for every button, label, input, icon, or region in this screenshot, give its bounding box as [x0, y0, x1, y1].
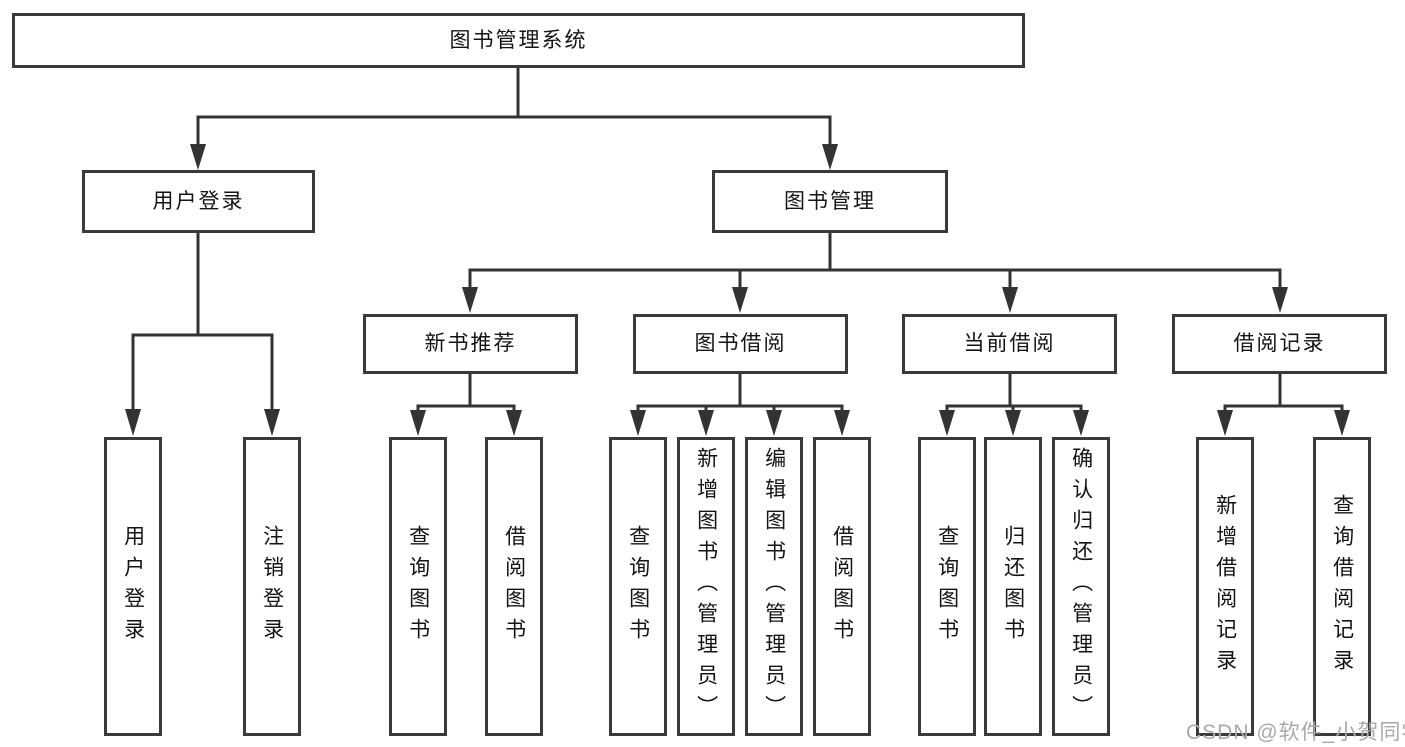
leaf-query-borrow-record: 查询借阅记录 — [1313, 437, 1371, 736]
node-book-borrowing: 图书借阅 — [633, 314, 848, 374]
leaf-return-books: 归还图书 — [984, 437, 1042, 736]
leaf-borrow-books-2: 借阅图书 — [813, 437, 871, 736]
node-library-system: 图书管理系统 — [12, 13, 1025, 68]
leaf-query-books-3: 查询图书 — [918, 437, 976, 736]
node-new-book-recommendation: 新书推荐 — [363, 314, 578, 374]
node-borrowing-records: 借阅记录 — [1172, 314, 1387, 374]
node-current-borrowing: 当前借阅 — [902, 314, 1117, 374]
leaf-add-books-admin: 新增图书（管理员） — [677, 437, 735, 736]
leaf-logout-login: 注销登录 — [243, 437, 301, 736]
leaf-query-books-2: 查询图书 — [609, 437, 667, 736]
watermark-text: CSDN @软件_小贺同学 — [1186, 721, 1405, 744]
leaf-add-borrow-record: 新增借阅记录 — [1196, 437, 1254, 736]
connector-arrowheads — [125, 144, 1350, 436]
leaf-confirm-return-admin: 确认归还（管理员） — [1052, 437, 1110, 736]
leaf-edit-books-admin: 编辑图书（管理员） — [745, 437, 803, 736]
node-user-login: 用户登录 — [82, 170, 315, 233]
leaf-borrow-books: 借阅图书 — [485, 437, 543, 736]
leaf-user-login: 用户登录 — [104, 437, 162, 736]
node-book-management: 图书管理 — [712, 170, 948, 233]
leaf-query-books: 查询图书 — [389, 437, 447, 736]
connector-lines — [131, 68, 1344, 412]
